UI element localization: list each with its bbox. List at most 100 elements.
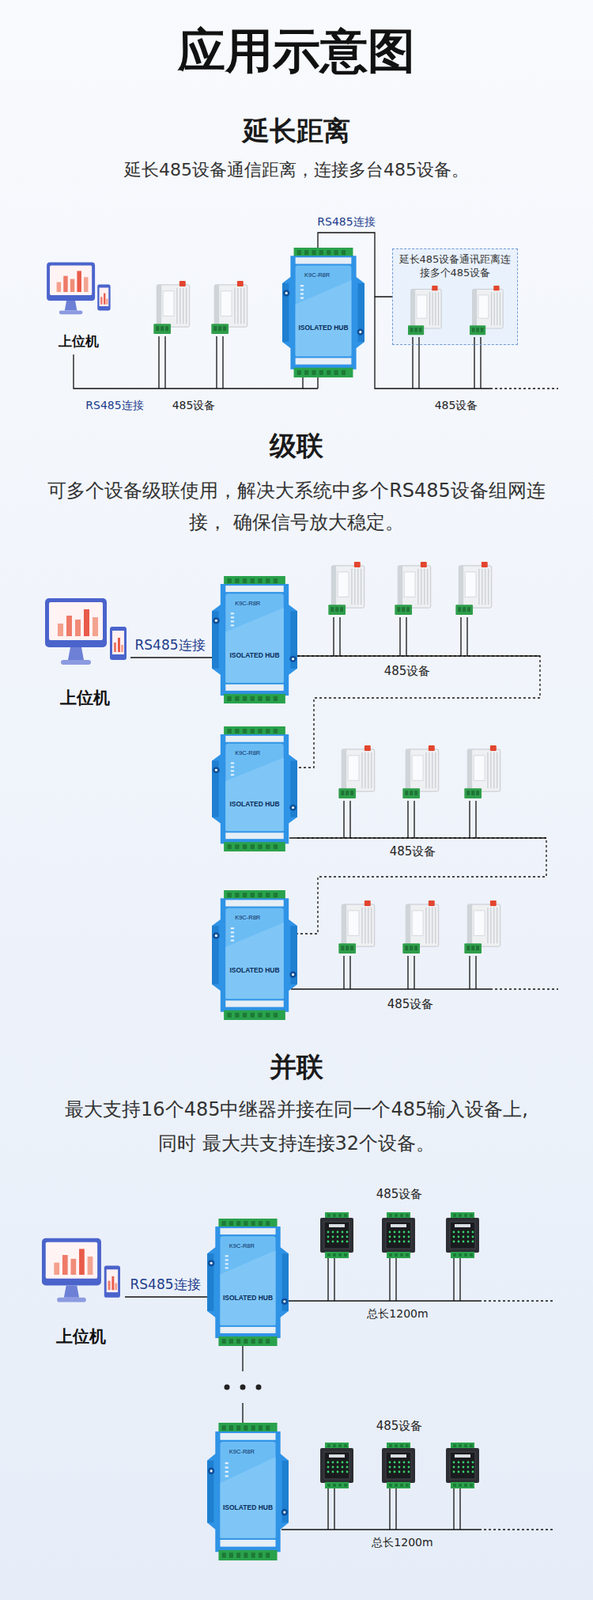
rs485-device (445, 1441, 480, 1488)
section-heading: 延长距离 (242, 114, 351, 148)
model-label: K9C-R8R (229, 1242, 255, 1250)
ellipsis-dot (256, 1383, 262, 1390)
hub-housing (207, 1217, 289, 1345)
device-label: 485设备 (376, 1186, 424, 1201)
panel-label: ISOLATED HUB (229, 800, 280, 809)
computer-icon (41, 1237, 121, 1302)
section-description: 最大支持16个485中继器并接在同一个485输入设备上,同时 最大共支持连接32… (59, 1091, 534, 1160)
rs485-device (445, 1211, 480, 1258)
note-box: 延长485设备通讯距离连 接多个485设备 (392, 248, 518, 345)
rs485-device (402, 899, 439, 953)
repeater-hub: K9C-R8R ISOLATED HUB (282, 247, 365, 378)
repeater-hub: K9C-R8R ISOLATED HUB (207, 1421, 289, 1560)
rs485-device (338, 744, 374, 798)
rs485-device (320, 1211, 354, 1258)
length-label: 总长1200m (366, 1306, 428, 1320)
rs485-link (297, 655, 541, 767)
panel-label: ISOLATED HUB (229, 966, 280, 975)
rs485-link (297, 837, 547, 933)
rs485-device (455, 561, 492, 615)
host-computer: 上位机 (36, 1234, 125, 1352)
device-label: 485设备 (384, 663, 431, 678)
note-fill (392, 248, 518, 345)
section-description: 延长485设备通信距离，连接多台485设备。 (124, 159, 469, 181)
repeater-hub: K9C-R8R ISOLATED HUB (211, 725, 298, 851)
bus-continuation (490, 387, 559, 389)
repeater-hub: K9C-R8R ISOLATED HUB (207, 1217, 289, 1345)
computer-label: 上位机 (56, 1325, 106, 1345)
device-label: 485设备 (172, 398, 216, 412)
repeater-hub: K9C-R8R ISOLATED HUB (211, 575, 298, 703)
hub-housing (207, 1421, 289, 1560)
panel-label: ISOLATED HUB (298, 324, 348, 333)
model-label: K9C-R8R (234, 914, 261, 922)
computer-label: 上位机 (58, 333, 99, 350)
section-heading: 并联 (269, 1050, 324, 1083)
bus-wire (288, 1257, 480, 1300)
bus-continuation (490, 987, 559, 989)
link-label: RS485连接 (134, 636, 205, 653)
model-label: K9C-R8R (234, 600, 261, 608)
computer-icon (46, 261, 111, 314)
computer-icon (44, 259, 113, 325)
computer-icon (37, 1234, 124, 1314)
link-label: RS485连接 (85, 398, 144, 412)
link-label: RS485连接 (317, 215, 375, 229)
device-label: 485设备 (376, 1417, 424, 1432)
rs485-device (153, 280, 189, 334)
hub-housing (282, 247, 365, 378)
note-text: 延长485设备通讯距离连 接多个485设备 (396, 249, 514, 280)
panel-label: ISOLATED HUB (229, 651, 280, 660)
host-computer: 上位机 (42, 259, 114, 355)
rs485-device (211, 280, 247, 334)
repeater-hub: K9C-R8R ISOLATED HUB (211, 889, 298, 1020)
rs485-device (407, 285, 442, 335)
rs485-device (381, 1211, 416, 1258)
rs485-device (464, 744, 500, 798)
ellipsis-dot (240, 1383, 246, 1390)
rs485-link (130, 656, 212, 658)
computer-icon (45, 597, 127, 665)
panel-label: ISOLATED HUB (222, 1293, 273, 1302)
link-label: RS485连接 (129, 1275, 201, 1292)
hub-housing (207, 1217, 289, 1345)
hub-housing (207, 1421, 289, 1560)
rs485-device (328, 561, 364, 615)
hub-housing (211, 889, 298, 1020)
bus-wire (297, 616, 541, 656)
hub-housing (282, 247, 365, 378)
rs485-device (464, 899, 500, 953)
computer-icon (41, 594, 129, 677)
bus-continuation (479, 1527, 556, 1529)
rs485-device (381, 1441, 416, 1488)
device-label: 485设备 (434, 398, 479, 412)
hub-housing (211, 889, 298, 1020)
hub-housing (211, 575, 298, 703)
rs485-link (241, 1344, 243, 1422)
model-label: K9C-R8R (229, 1447, 255, 1455)
rs485-device (320, 1441, 354, 1488)
rs485-device (394, 561, 431, 615)
rs485-device (338, 899, 374, 953)
rs485-link (124, 1295, 208, 1296)
length-label: 总长1200m (371, 1534, 433, 1549)
rs485-device (469, 285, 503, 335)
panel-label: ISOLATED HUB (222, 1503, 273, 1511)
hub-housing (211, 725, 298, 851)
bus-wire (281, 1487, 480, 1529)
page-title: 应用示意图 (177, 22, 416, 80)
rs485-device (402, 744, 439, 798)
device-label: 485设备 (389, 843, 437, 858)
computer-label: 上位机 (60, 687, 110, 707)
model-label: K9C-R8R (304, 271, 330, 280)
host-computer: 上位机 (39, 594, 131, 714)
rs485-link (73, 354, 303, 389)
model-label: K9C-R8R (234, 749, 261, 757)
bus-wire (289, 800, 547, 838)
device-label: 485设备 (387, 996, 435, 1011)
hub-housing (211, 725, 298, 851)
hub-housing (211, 575, 298, 703)
section-description: 可多个设备级联使用，解决大系统中多个RS485设备组网连接， 确保信号放大稳定。 (33, 474, 560, 538)
section-heading: 级联 (269, 429, 324, 462)
